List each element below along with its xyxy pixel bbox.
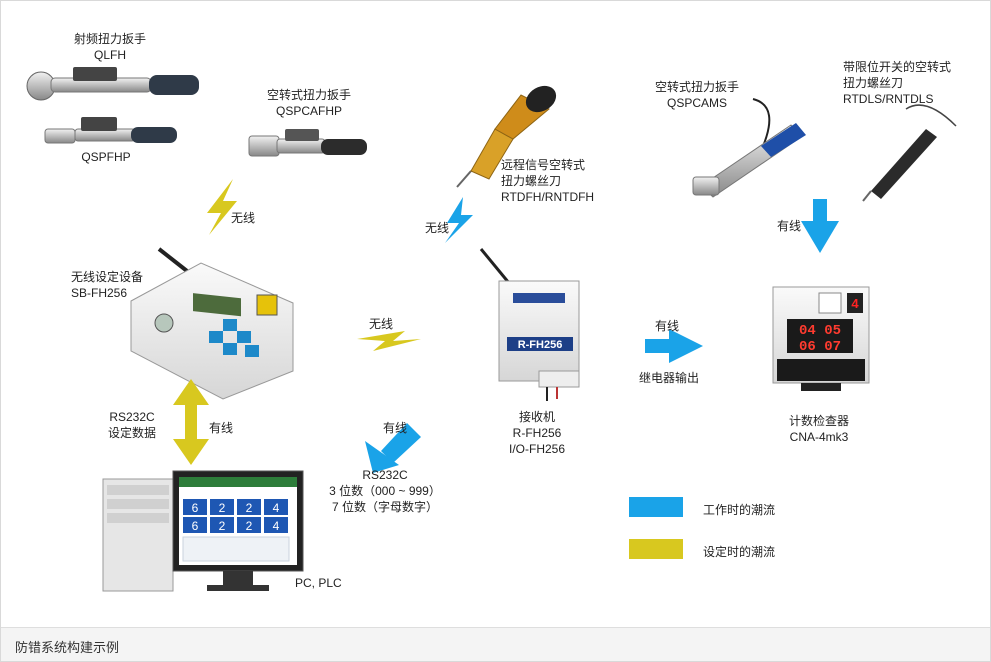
monitor-digit: 2 xyxy=(246,501,253,515)
sb-fh256-label-line2: SB-FH256 xyxy=(71,286,128,300)
rs232-right-label: RS232C 3 位数（000 ~ 999） 7 位数（字母数字） xyxy=(305,467,465,515)
arrow-down-wired xyxy=(801,199,839,253)
monitor-digit-panels: 6 2 2 4 6 2 2 4 xyxy=(183,499,288,533)
counter-label-line2: CNA-4mk3 xyxy=(789,430,849,444)
rs232-left-label: RS232C 设定数据 xyxy=(97,409,167,441)
monitor-digit: 2 xyxy=(219,501,226,515)
monitor-digit: 6 xyxy=(192,519,199,533)
counter-label-line1: 计数检查器 xyxy=(788,414,849,428)
receiver-label: 接收机 R-FH256 I/O-FH256 xyxy=(487,409,587,457)
rs232-left-line1: RS232C xyxy=(109,410,155,424)
wireless-label-3: 无线 xyxy=(425,221,450,235)
monitor-icon: 6 2 2 4 6 2 2 4 xyxy=(172,470,304,591)
rtdfh-label-line2: 扭力螺丝刀 xyxy=(501,174,562,188)
qlfh-wrench-icon xyxy=(26,67,199,101)
qspcafhp-wrench-icon xyxy=(248,129,367,157)
sb-fh256-device-icon xyxy=(130,247,294,400)
r-fh256-receiver-icon: R-FH256 xyxy=(479,248,580,401)
rtdfh-screwdriver-icon xyxy=(456,85,557,188)
arrow-diagonal-rs232 xyxy=(365,423,421,473)
rs232-right-line2: 3 位数（000 ~ 999） xyxy=(329,484,441,498)
rtdfh-label: 远程信号空转式 扭力螺丝刀 RTDFH/RNTDFH xyxy=(501,157,594,205)
monitor-digit: 4 xyxy=(273,501,280,515)
sb-fh256-label-line1: 无线设定设备 xyxy=(71,270,144,284)
monitor-digit: 6 xyxy=(192,501,199,515)
qspcams-wrench-icon xyxy=(692,98,806,198)
qspfhp-wrench-icon xyxy=(44,117,177,144)
counter-digits-top: 04 05 xyxy=(799,323,841,339)
receiver-panel-text: R-FH256 xyxy=(518,339,563,351)
wireless-label-2: 无线 xyxy=(369,317,394,331)
rs232-left-line2: 设定数据 xyxy=(107,426,156,440)
qlfh-label: 射频扭力扳手 QLFH xyxy=(45,31,175,63)
pc-plc-label-text: PC, PLC xyxy=(295,576,342,590)
qspcafhp-label: 空转式扭力扳手 QSPCAFHP xyxy=(249,87,369,119)
sb-fh256-label: 无线设定设备 SB-FH256 xyxy=(71,269,143,301)
monitor-digit: 2 xyxy=(246,519,253,533)
rtdls-label-line3: RTDLS/RNTDLS xyxy=(843,92,934,106)
qspfhp-label: QSPFHP xyxy=(61,149,151,165)
rtdfh-label-line1: 远程信号空转式 xyxy=(501,158,586,172)
qspfhp-label-text: QSPFHP xyxy=(81,150,131,164)
qlfh-label-line1: 射频扭力扳手 xyxy=(73,32,146,46)
rtdls-screwdriver-icon xyxy=(862,104,957,202)
rs232-right-line1: RS232C xyxy=(362,468,408,482)
system-diagram: R-FH256 4 04 05 06 07 xyxy=(1,1,990,627)
legend-work-label: 工作时的潮流 xyxy=(703,503,776,517)
diagram-canvas: R-FH256 4 04 05 06 07 xyxy=(26,67,957,592)
qspcams-label-line2: QSPCAMS xyxy=(666,96,727,110)
rtdls-label-line1: 带限位开关的空转式 xyxy=(843,60,952,74)
wireless-label-1: 无线 xyxy=(231,211,256,225)
monitor-digit: 2 xyxy=(219,519,226,533)
qspcafhp-label-line2: QSPCAFHP xyxy=(275,104,342,118)
wireless-bolt-yellow-1 xyxy=(207,179,237,235)
wired-label-3: 有线 xyxy=(383,421,408,435)
counter-small-digit: 4 xyxy=(851,296,859,311)
rtdfh-label-line3: RTDFH/RNTDFH xyxy=(501,190,595,204)
receiver-label-line3: I/O-FH256 xyxy=(508,442,565,456)
relay-output-label: 继电器输出 xyxy=(639,371,700,385)
monitor-digit: 4 xyxy=(273,519,280,533)
rs232-right-line3: 7 位数（字母数字） xyxy=(331,500,438,514)
qlfh-label-line2: QLFH xyxy=(93,48,126,62)
cna-4mk3-counter-icon: 4 04 05 06 07 xyxy=(772,286,870,391)
qspcafhp-label-line1: 空转式扭力扳手 xyxy=(266,88,351,102)
qspcams-label: 空转式扭力扳手 QSPCAMS xyxy=(637,79,757,111)
counter-label: 计数检查器 CNA-4mk3 xyxy=(769,413,869,445)
pc-tower-icon xyxy=(102,478,174,592)
receiver-label-line2: R-FH256 xyxy=(512,426,562,440)
caption-bar: 防错系统构建示例 xyxy=(1,627,990,661)
rtdls-label-line2: 扭力螺丝刀 xyxy=(843,76,904,90)
rtdls-label: 带限位开关的空转式 扭力螺丝刀 RTDLS/RNTDLS xyxy=(843,59,951,107)
pc-plc-label: PC, PLC xyxy=(295,575,342,591)
counter-digits-bottom: 06 07 xyxy=(799,339,841,355)
receiver-label-line1: 接收机 xyxy=(518,410,555,424)
legend-swatch-setting xyxy=(629,539,683,559)
caption-text: 防错系统构建示例 xyxy=(15,640,120,655)
arrow-right-relay xyxy=(645,329,703,363)
legend-setting-label: 设定时的潮流 xyxy=(703,545,776,559)
wireless-bolt-blue xyxy=(445,197,473,243)
wired-label-2: 有线 xyxy=(655,319,680,333)
wired-label-1: 有线 xyxy=(777,219,802,233)
legend-swatch-work xyxy=(629,497,683,517)
arrow-double-vertical xyxy=(173,379,209,465)
wired-label-4: 有线 xyxy=(209,421,234,435)
qspcams-label-line1: 空转式扭力扳手 xyxy=(654,80,739,94)
wireless-bolt-yellow-2 xyxy=(357,331,421,351)
